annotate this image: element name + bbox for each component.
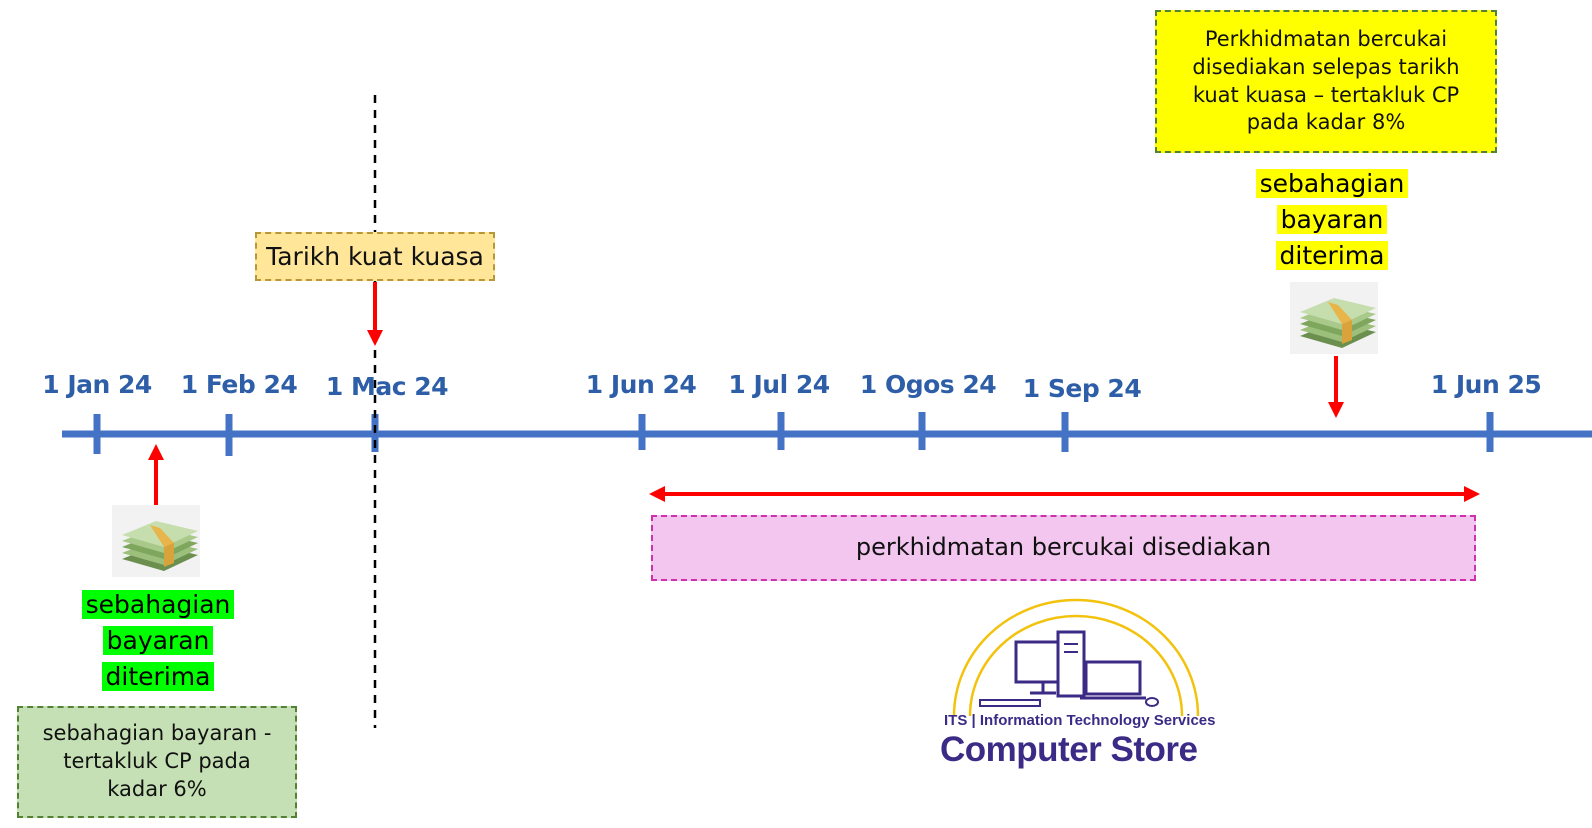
date-label-jul-24: 1 Jul 24 [728,370,830,399]
right-highlight-line-2: bayaran [1276,205,1388,234]
money-stack-icon [112,505,200,577]
service-period-box: perkhidmatan bercukai disediakan [651,515,1476,581]
date-label-jun-24: 1 Jun 24 [585,370,697,399]
date-label-mac-24: 1 Mac 24 [325,372,449,401]
logo-title: Computer Store [940,730,1198,769]
left-payment-note: sebahagian bayaran - tertakluk CP pada k… [17,706,297,818]
date-label-jun-25: 1 Jun 25 [1430,370,1542,399]
date-label-feb-24: 1 Feb 24 [180,370,298,399]
right-payment-highlight: sebahagian bayaran diterima [1232,166,1432,274]
logo-graphic [952,598,1200,717]
left-payment-note-text: sebahagian bayaran - tertakluk CP pada k… [42,721,272,801]
date-label-sep-24: 1 Sep 24 [1022,374,1142,403]
date-label-ogos-24: 1 Ogos 24 [859,370,997,399]
service-period-label: perkhidmatan bercukai disediakan [855,533,1272,562]
computer-store-logo: ITS | Information Technology Services Co… [940,598,1216,778]
left-highlight-line-3: diterima [101,662,215,691]
date-label-jan-24: 1 Jan 24 [42,370,152,399]
money-stack-icon [1290,282,1378,354]
right-highlight-line-3: diterima [1275,241,1389,270]
left-payment-highlight: sebahagian bayaran diterima [58,587,258,695]
right-payment-note-text: Perkhidmatan bercukai disediakan selepas… [1192,27,1460,135]
effective-date-label: Tarikh kuat kuasa [266,242,484,271]
left-highlight-line-2: bayaran [102,626,214,655]
right-payment-note: Perkhidmatan bercukai disediakan selepas… [1155,10,1497,153]
left-highlight-line-1: sebahagian [81,590,235,619]
timeline-ticks [93,412,1494,456]
right-highlight-line-1: sebahagian [1255,169,1409,198]
logo-subtitle: ITS | Information Technology Services [944,712,1216,729]
effective-date-box: Tarikh kuat kuasa [255,232,495,281]
